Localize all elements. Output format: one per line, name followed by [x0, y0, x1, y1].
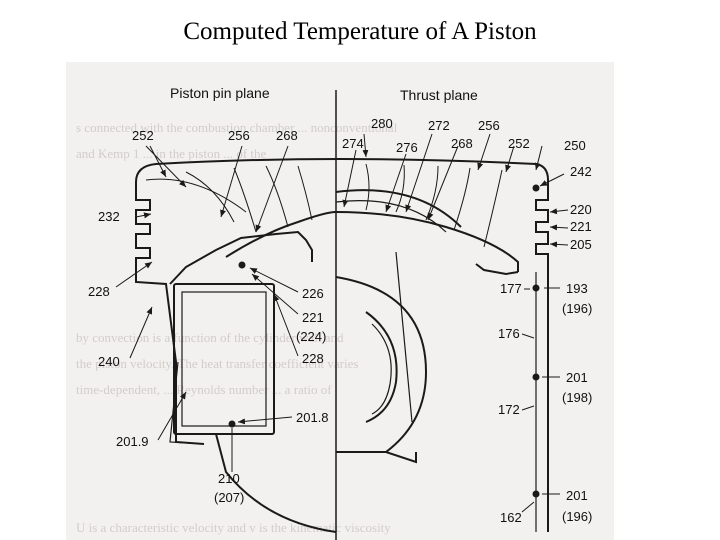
temp-label: 228 — [88, 284, 110, 299]
svg-text:the piston velocity. The heat: the piston velocity. The heat transfer c… — [76, 356, 358, 371]
svg-text:s connected with the combustio: s connected with the combustion chamber … — [76, 120, 398, 135]
temp-label: (207) — [214, 490, 244, 505]
temp-label: 201.8 — [296, 410, 329, 425]
temp-label: 220 — [570, 202, 592, 217]
crown-underside-left — [225, 211, 337, 258]
temp-label: 268 — [276, 128, 298, 143]
temp-label: 172 — [498, 402, 520, 417]
temp-label: 193 — [566, 281, 588, 296]
lower-web — [336, 451, 417, 464]
pin-boss-right-bore — [365, 311, 398, 423]
temp-label: 252 — [508, 136, 530, 151]
temp-label: 226 — [302, 286, 324, 301]
temp-label: 210 — [218, 471, 240, 486]
temp-label: 268 — [451, 136, 473, 151]
temp-label: 232 — [98, 209, 120, 224]
temp-label: 228 — [302, 351, 324, 366]
temp-label: 280 — [371, 116, 393, 131]
right-wall-outline — [535, 180, 549, 532]
left-wall-outline — [135, 182, 205, 445]
svg-text:time-dependent, ... Reynolds n: time-dependent, ... Reynolds number ... … — [76, 382, 332, 397]
temp-label: 252 — [132, 128, 154, 143]
temp-label: 256 — [478, 118, 500, 133]
slide-title: Computed Temperature of A Piston — [183, 18, 537, 45]
svg-text:and Kemp 1 ... in the piston .: and Kemp 1 ... in the piston ... of the — [76, 146, 267, 161]
temp-label: 221 — [570, 219, 592, 234]
temp-label: 201.9 — [116, 434, 149, 449]
pin-boss-right-outline — [335, 276, 428, 453]
crown-underside-right — [335, 211, 519, 272]
label-leader-arrows — [115, 133, 569, 513]
temp-label: (196) — [562, 301, 592, 316]
left-inner-cavity — [169, 230, 313, 285]
piston-crown-outline — [135, 158, 549, 183]
temp-label: 221 — [302, 310, 324, 325]
pin-boss-lower — [169, 361, 205, 445]
temp-label: 201 — [566, 488, 588, 503]
temp-label: 276 — [396, 140, 418, 155]
thrust-plane-header: Thrust plane — [400, 87, 478, 103]
pin-boss-right-bore-inner — [371, 323, 392, 415]
crown-arc-outer — [335, 189, 462, 228]
temp-label: 274 — [342, 136, 364, 151]
piston-temperature-figure: s connected with the combustion chamber … — [66, 62, 614, 540]
left-skirt-outline — [215, 433, 337, 533]
measurement-points — [228, 184, 540, 498]
isotherm-lines — [145, 163, 503, 248]
temp-label: 240 — [98, 354, 120, 369]
temp-label: (196) — [562, 509, 592, 524]
right-inner-ledge — [475, 263, 519, 276]
svg-text:by convection is a function of: by convection is a function of the cylin… — [76, 330, 344, 345]
temp-label: 272 — [428, 118, 450, 133]
svg-text:U is a characteristic velocity: U is a characteristic velocity and v is … — [76, 520, 391, 535]
pin-bore-outline — [173, 283, 275, 435]
thrust-rib-line — [395, 251, 413, 423]
temp-label: 176 — [498, 326, 520, 341]
temp-label: (198) — [562, 390, 592, 405]
temp-label: 162 — [500, 510, 522, 525]
background-bleed-text: s connected with the combustion chamber … — [76, 120, 398, 535]
temp-label: (224) — [296, 329, 326, 344]
temp-label: 201 — [566, 370, 588, 385]
temp-label: 177 — [500, 281, 522, 296]
piston-pin-plane-header: Piston pin plane — [170, 85, 270, 101]
temp-label: 205 — [570, 237, 592, 252]
pin-bore-inner — [181, 291, 267, 427]
temp-label: 256 — [228, 128, 250, 143]
temp-label: 250 — [564, 138, 586, 153]
temp-label: 242 — [570, 164, 592, 179]
piston-cross-section-diagram: s connected with the combustion chamber … — [76, 85, 592, 540]
